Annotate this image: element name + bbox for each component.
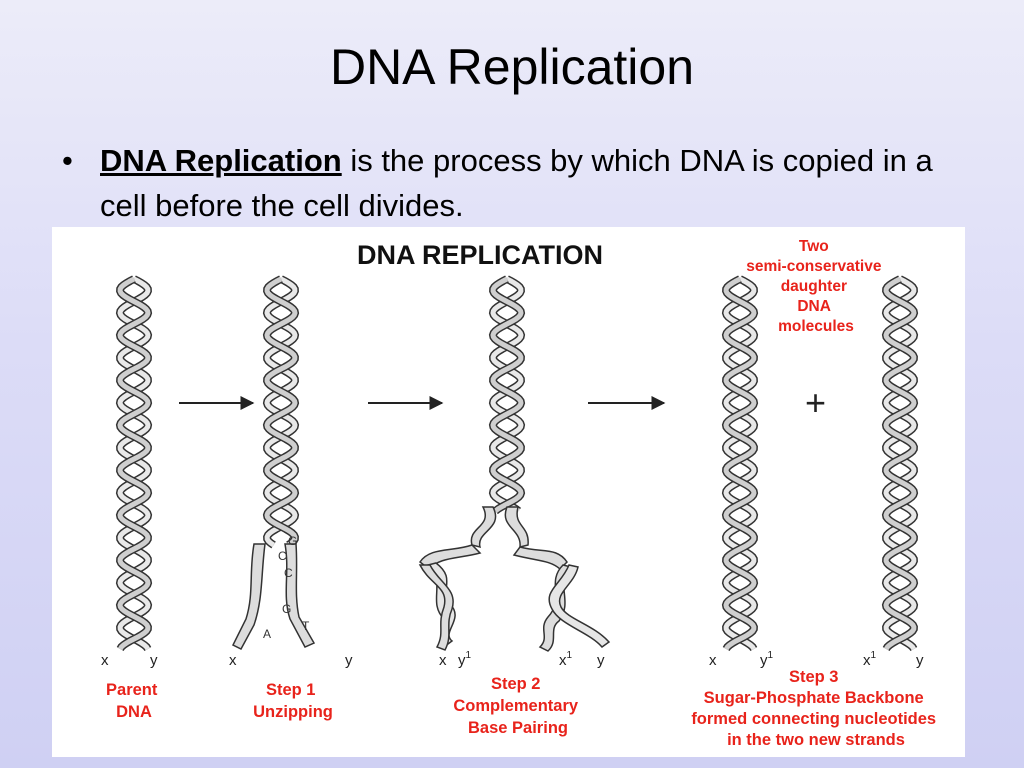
bullet-text: DNA Replication is the process by which … (100, 138, 960, 228)
label-step2-y: y (597, 652, 605, 669)
label-step2-y1-sup: 1 (466, 650, 472, 661)
label-step1-x: x (229, 652, 237, 669)
helix-step2 (488, 275, 526, 515)
dna-replication-diagram: DNA REPLICATION + (101, 238, 940, 749)
slide-title: DNA Replication (329, 39, 695, 95)
label-parent-y: y (150, 652, 158, 669)
label-daughter2-y: y (916, 652, 924, 669)
caption-parent-line-1: Parent (106, 681, 158, 699)
caption-step1-line-2: Unzipping (253, 703, 333, 721)
base-g-2: G (282, 602, 291, 616)
caption-daughter-molecules: Two semi-conservative daughter DNA molec… (746, 238, 886, 335)
bullet-term: DNA Replication (100, 143, 342, 178)
caption-step3-line-1: Step 3 (789, 668, 839, 686)
base-c-1: C (278, 549, 287, 563)
plus-sign: + (805, 382, 826, 423)
step2-fork (418, 506, 611, 652)
caption-parent: Parent DNA (106, 681, 162, 721)
label-parent-x: x (101, 652, 109, 669)
caption-step2-line-3: Base Pairing (468, 719, 568, 737)
caption-step2-line-2: Complementary (453, 697, 579, 715)
caption-top-line-3: daughter (781, 278, 847, 295)
base-t: T (302, 619, 310, 633)
label-daughter1-y1-sup: 1 (768, 650, 774, 661)
helix-parent (115, 275, 153, 652)
diagram-title: DNA REPLICATION (357, 240, 603, 270)
label-daughter1-x: x (709, 652, 717, 669)
label-daughter2-x1-base: x (863, 652, 871, 669)
caption-step1: Step 1 Unzipping (253, 681, 333, 721)
label-step2-x1: x1 (559, 650, 573, 669)
label-daughter2-x1: x1 (863, 650, 877, 669)
base-a: A (263, 627, 271, 641)
dna-replication-figure: DNA REPLICATION + (52, 227, 965, 757)
helix-daughter-1 (721, 275, 759, 652)
caption-top-line-5: molecules (778, 318, 854, 335)
caption-step3: Step 3 Sugar-Phosphate Backbone formed c… (691, 668, 940, 749)
label-daughter1-y1-base: y (760, 652, 768, 669)
caption-step2-line-1: Step 2 (491, 675, 541, 693)
label-step2-y1: y1 (458, 650, 472, 669)
label-step2-x: x (439, 652, 447, 669)
helix-step1 (262, 275, 300, 549)
bullet-marker: • (62, 143, 73, 178)
base-c-2: C (284, 566, 293, 580)
label-step2-x1-base: x (559, 652, 567, 669)
caption-step1-line-1: Step 1 (266, 681, 316, 699)
label-step2-x1-sup: 1 (567, 650, 573, 661)
caption-step3-line-2: Sugar-Phosphate Backbone (704, 689, 924, 707)
label-step1-y: y (345, 652, 353, 669)
label-daughter1-y1: y1 (760, 650, 774, 669)
caption-top-line-1: Two (799, 238, 829, 255)
caption-step3-line-4: in the two new strands (727, 731, 905, 749)
base-g-1: G (288, 534, 297, 548)
caption-step2: Step 2 Complementary Base Pairing (453, 675, 582, 737)
base-letters: G C C G T A (263, 534, 310, 641)
caption-step3-line-3: formed connecting nucleotides (691, 710, 936, 728)
bullet-definition: is the process by which DNA is copied in… (100, 143, 933, 223)
strand-labels: x y x y x y1 x1 y x y1 x1 y (101, 650, 924, 669)
caption-top-line-4: DNA (797, 298, 830, 315)
caption-top-line-2: semi-conservative (746, 258, 882, 275)
helix-daughter-2 (881, 275, 919, 652)
caption-parent-line-2: DNA (116, 703, 152, 721)
step1-unzipped-strands (231, 543, 316, 650)
label-daughter2-x1-sup: 1 (871, 650, 877, 661)
label-step2-y1-base: y (458, 652, 466, 669)
